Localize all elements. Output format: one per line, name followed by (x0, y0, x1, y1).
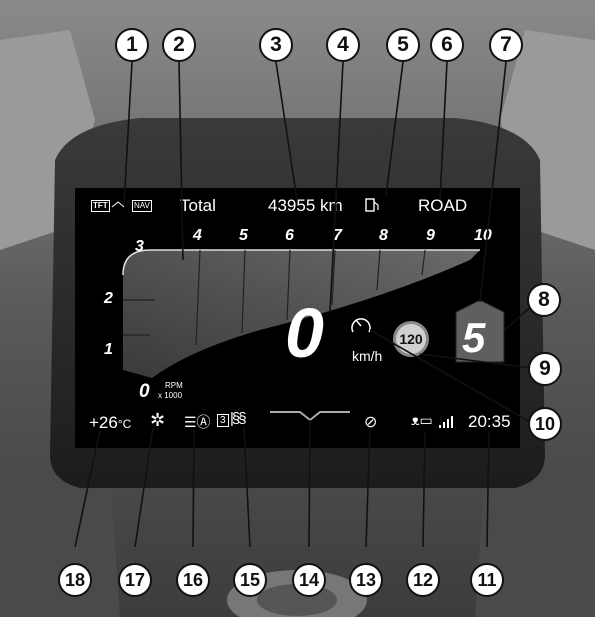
callout-2: 2 (162, 28, 196, 62)
callout-13: 13 (349, 563, 383, 597)
callout-10: 10 (528, 407, 562, 441)
callout-8: 8 (527, 283, 561, 317)
callout-11: 11 (470, 563, 504, 597)
callout-18: 18 (58, 563, 92, 597)
callout-15: 15 (233, 563, 267, 597)
callout-9: 9 (528, 352, 562, 386)
callout-3: 3 (259, 28, 293, 62)
callout-17: 17 (118, 563, 152, 597)
callout-5: 5 (386, 28, 420, 62)
callout-1: 1 (115, 28, 149, 62)
callout-4: 4 (326, 28, 360, 62)
callout-7: 7 (489, 28, 523, 62)
callout-16: 16 (176, 563, 210, 597)
callout-12: 12 (406, 563, 440, 597)
callout-14: 14 (292, 563, 326, 597)
callout-6: 6 (430, 28, 464, 62)
